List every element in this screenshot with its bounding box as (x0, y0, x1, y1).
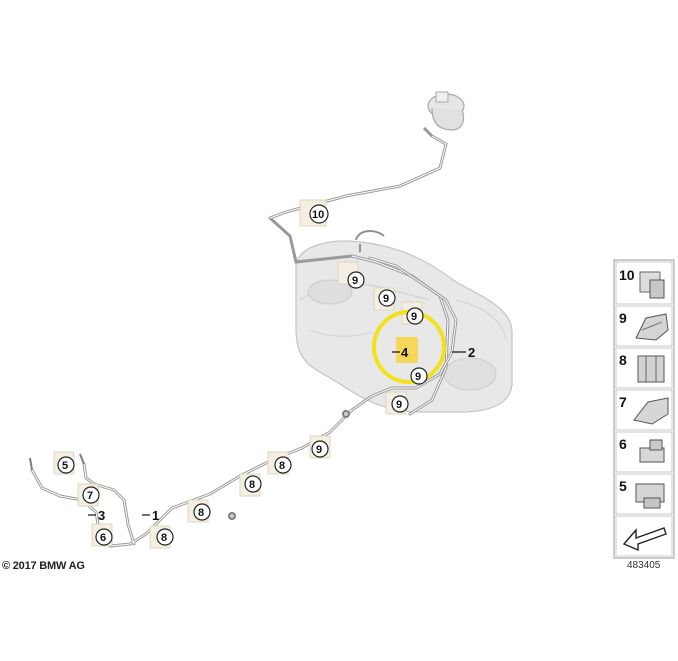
callout-8-c[interactable]: 8 (193, 503, 211, 521)
legend-item-5[interactable]: 5 (615, 473, 673, 515)
line-end-fittings (29, 410, 350, 520)
svg-text:10: 10 (312, 209, 324, 221)
callout-9-f[interactable]: 9 (311, 440, 329, 458)
clip-10-icon (639, 271, 665, 299)
fuel-tank (295, 240, 513, 413)
tank-neck (355, 230, 385, 252)
svg-text:8: 8 (161, 532, 167, 544)
legend-item-8[interactable]: 8 (615, 347, 673, 389)
svg-text:9: 9 (411, 311, 417, 323)
callout-6[interactable]: 6 (95, 528, 113, 546)
callout-9-a[interactable]: 9 (347, 271, 365, 289)
drawing-number: 483405 (627, 560, 661, 571)
legend-item-6[interactable]: 6 (615, 431, 673, 473)
svg-text:9: 9 (396, 399, 402, 411)
highlight-box (396, 337, 418, 363)
callout-8-d[interactable]: 8 (156, 528, 174, 546)
svg-text:8: 8 (198, 507, 204, 519)
svg-text:7: 7 (87, 490, 93, 502)
arrow-icon (622, 527, 667, 552)
callout-8-b[interactable]: 8 (244, 475, 262, 493)
clip-8-icon (637, 355, 665, 383)
copyright-text: © 2017 BMW AG (2, 560, 85, 572)
svg-text:8: 8 (249, 479, 255, 491)
callout-8-a[interactable]: 8 (274, 456, 292, 474)
part-4-label: 4 (401, 345, 409, 360)
callout-5[interactable]: 5 (57, 456, 75, 474)
clip-5-icon (635, 483, 665, 509)
legend-arrow-item[interactable] (615, 515, 673, 557)
part-1-label: 1 (152, 508, 159, 523)
callout-7[interactable]: 7 (82, 486, 100, 504)
svg-text:9: 9 (383, 293, 389, 305)
callout-9-b[interactable]: 9 (378, 289, 396, 307)
callout-9-e[interactable]: 9 (391, 395, 409, 413)
svg-text:9: 9 (415, 371, 421, 383)
breather-line-inner (269, 135, 449, 415)
legend-item-7[interactable]: 7 (615, 389, 673, 431)
part-2-label: 2 (468, 345, 475, 360)
svg-text:8: 8 (279, 460, 285, 472)
svg-text:9: 9 (316, 444, 322, 456)
svg-text:5: 5 (62, 460, 68, 472)
callout-10[interactable]: 10 (309, 204, 329, 224)
svg-text:5: 5 (619, 478, 627, 494)
parts-legend: 10 9 8 7 (613, 259, 675, 559)
svg-text:7: 7 (619, 394, 627, 410)
clip-7-icon (633, 397, 669, 425)
clip-6-icon (639, 439, 665, 463)
svg-text:6: 6 (619, 436, 627, 452)
part-1-label-group[interactable]: 1 (142, 508, 159, 523)
svg-text:9: 9 (619, 310, 627, 326)
svg-text:8: 8 (619, 352, 627, 368)
expansion-canister (422, 91, 465, 138)
svg-text:10: 10 (619, 267, 635, 283)
callout-9-c[interactable]: 9 (406, 307, 424, 325)
svg-text:9: 9 (352, 275, 358, 287)
clip-9-icon (635, 313, 669, 341)
svg-text:6: 6 (100, 532, 106, 544)
legend-item-10[interactable]: 10 (615, 261, 673, 305)
callout-9-d[interactable]: 9 (410, 367, 428, 385)
part-2-label-group[interactable]: 2 (452, 345, 475, 360)
legend-item-9[interactable]: 9 (615, 305, 673, 347)
part-3-label-group[interactable]: 3 (88, 508, 105, 523)
part-3-label: 3 (98, 508, 105, 523)
